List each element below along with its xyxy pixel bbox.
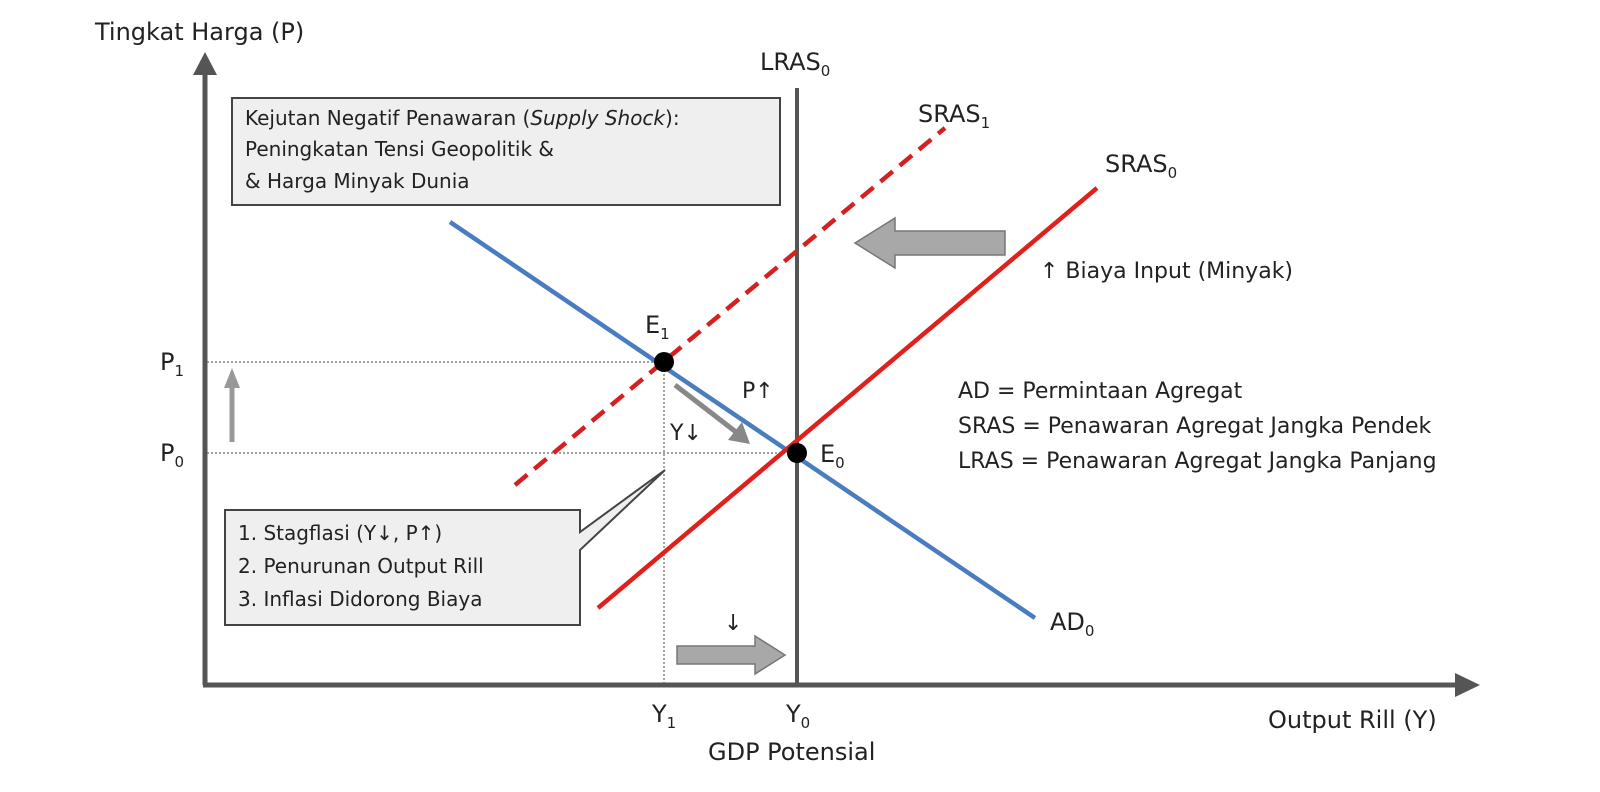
ad-curve <box>448 220 1037 620</box>
supply-shift-left-arrow-icon <box>853 216 1006 270</box>
x-axis-arrowhead-icon <box>1455 673 1480 697</box>
e0-point <box>787 443 807 463</box>
sras1-curve <box>513 126 947 487</box>
shock-box-line2: Peningkatan Tensi Geopolitik & <box>245 137 554 161</box>
movement-arrow-icon <box>728 422 750 444</box>
legend-sras: SRAS = Penawaran Agregat Jangka Pendek <box>958 414 1432 439</box>
input-cost-label: ↑ Biaya Input (Minyak) <box>1040 259 1293 284</box>
y1-label: Y1 <box>651 700 676 732</box>
gdp-potential-label: GDP Potensial <box>708 738 875 766</box>
sras0-curve <box>596 186 1099 610</box>
y-axis-arrowhead-icon <box>193 52 217 75</box>
shock-box-line3: & Harga Minyak Dunia <box>245 169 470 193</box>
legend-ad: AD = Permintaan Agregat <box>958 379 1243 404</box>
legend-lras: LRAS = Penawaran Agregat Jangka Panjang <box>958 449 1437 474</box>
effects-item-1: 1. Stagflasi (Y↓, P↑) <box>238 521 442 545</box>
effects-callout <box>224 469 666 626</box>
y0-label: Y0 <box>785 700 810 732</box>
shock-box-line1: Kejutan Negatif Penawaran (Supply Shock)… <box>245 106 680 130</box>
lras-label: LRAS0 <box>760 48 830 80</box>
e1-label: E1 <box>645 311 670 343</box>
p0-label: P0 <box>160 439 184 471</box>
sras1-label: SRAS1 <box>918 100 990 132</box>
effects-item-3: 3. Inflasi Didorong Biaya <box>238 587 482 611</box>
down-arrow-label: ↓ <box>724 611 742 636</box>
ad-label: AD0 <box>1050 608 1094 640</box>
shock-box <box>231 97 781 206</box>
price-up-arrow-icon <box>224 368 240 388</box>
output-right-arrow-icon <box>676 634 787 676</box>
price-up-label: P↑ <box>742 379 774 404</box>
output-down-label: Y↓ <box>669 421 702 446</box>
sras0-label: SRAS0 <box>1105 150 1177 182</box>
x-axis-label: Output Rill (Y) <box>1268 706 1437 734</box>
e0-label: E0 <box>820 440 845 472</box>
effects-item-2: 2. Penurunan Output Rill <box>238 554 484 578</box>
y-axis-label: Tingkat Harga (P) <box>94 18 304 46</box>
p1-label: P1 <box>160 348 184 380</box>
e1-point <box>654 352 674 372</box>
movement-arrow-shaft <box>673 383 738 434</box>
